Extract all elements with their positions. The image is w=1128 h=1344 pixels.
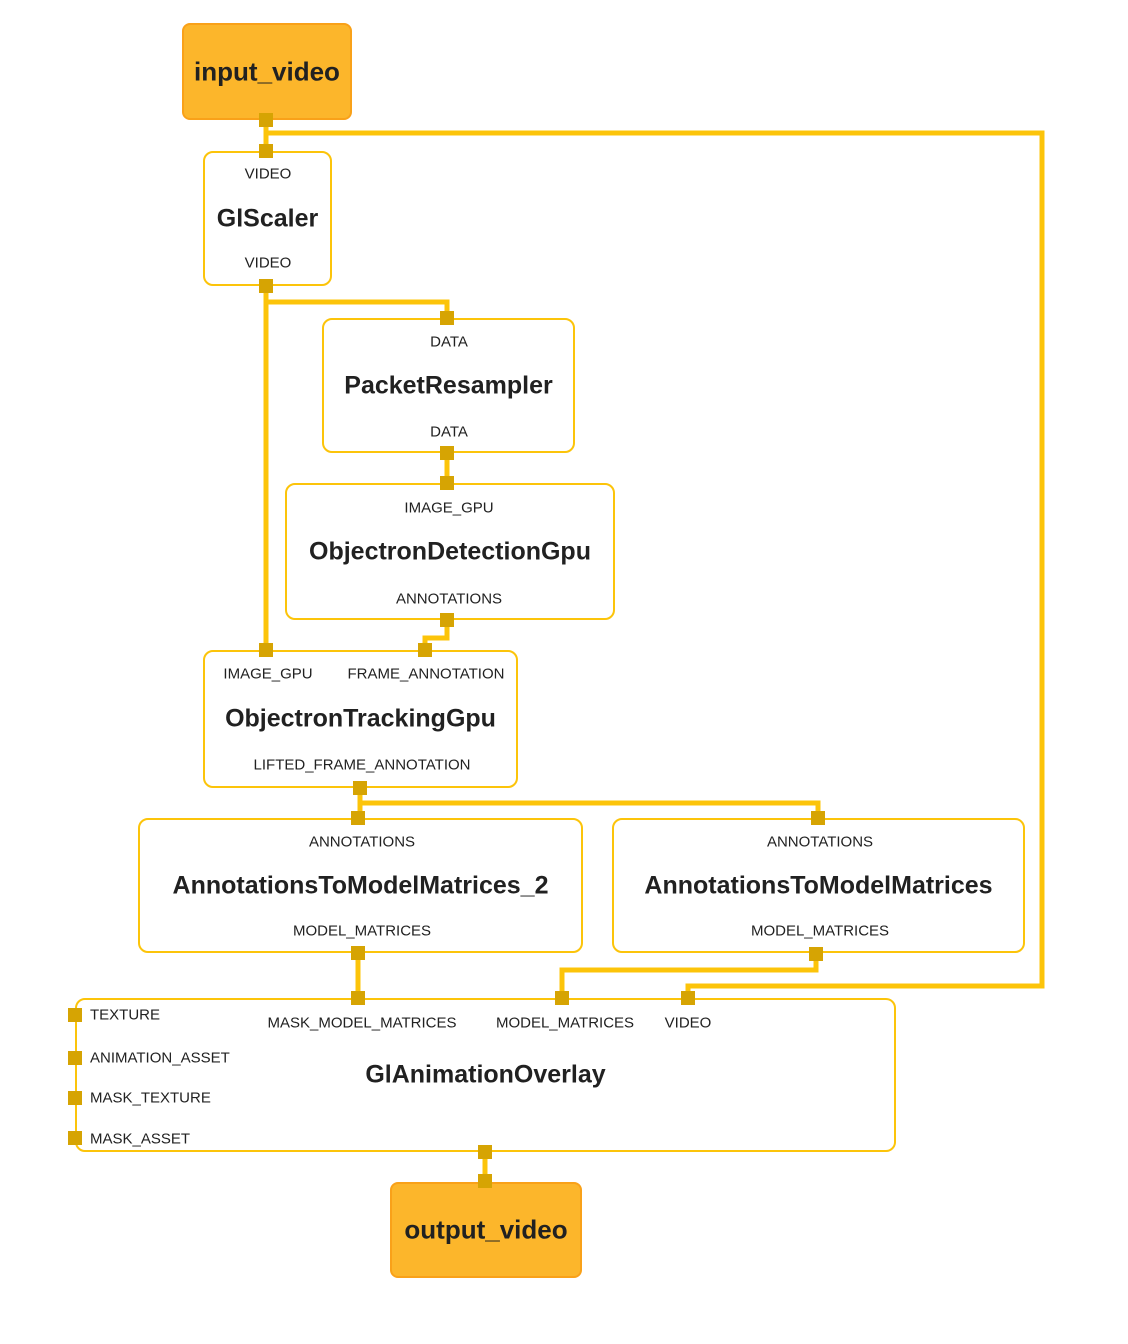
node-title: GlScaler	[216, 204, 319, 232]
node-title: PacketResampler	[344, 371, 553, 399]
port-label-texture-in: TEXTURE	[90, 1006, 161, 1024]
port-label-video-out: VIDEO	[244, 254, 292, 272]
node-output-video[interactable]: output_video	[390, 1182, 582, 1278]
port-label-mask-asset-in: MASK_ASSET	[90, 1130, 191, 1148]
node-glscaler[interactable]: VIDEO GlScaler VIDEO	[203, 151, 332, 286]
port-label-animation-asset-in: ANIMATION_ASSET	[90, 1049, 230, 1067]
node-title: output_video	[404, 1214, 568, 1245]
port-label-data-out: DATA	[430, 423, 468, 441]
port-label-mask-texture-in: MASK_TEXTURE	[90, 1089, 211, 1107]
port-label-annotations-in: ANNOTATIONS	[308, 833, 416, 851]
port-label-image-gpu-in: IMAGE_GPU	[223, 665, 313, 683]
node-annotationstomodelmatrices-2[interactable]: ANNOTATIONS AnnotationsToModelMatrices_2…	[138, 818, 583, 953]
port-label-annotations-in: ANNOTATIONS	[766, 833, 874, 851]
node-input-video[interactable]: input_video	[182, 23, 352, 120]
port-label-model-matrices-out: MODEL_MATRICES	[292, 922, 432, 940]
port-label-annotations-out: ANNOTATIONS	[395, 590, 503, 608]
port-label-image-gpu-in: IMAGE_GPU	[404, 499, 494, 517]
node-title: AnnotationsToModelMatrices_2	[172, 871, 549, 899]
node-objectrontrackinggpu[interactable]: IMAGE_GPU FRAME_ANNOTATION ObjectronTrac…	[203, 650, 518, 788]
port-label-model-matrices-in: MODEL_MATRICES	[495, 1014, 635, 1032]
node-title: ObjectronDetectionGpu	[309, 537, 591, 565]
port-label-video-in: VIDEO	[244, 165, 292, 183]
node-title: ObjectronTrackingGpu	[225, 704, 496, 733]
port-label-lifted-frame-annotation-out: LIFTED_FRAME_ANNOTATION	[253, 756, 471, 774]
node-title: GlAnimationOverlay	[365, 1060, 606, 1089]
node-title: input_video	[194, 56, 340, 86]
node-packetresampler[interactable]: DATA PacketResampler DATA	[322, 318, 575, 453]
port-label-data-in: DATA	[430, 333, 468, 351]
port-label-frame-annotation-in: FRAME_ANNOTATION	[347, 665, 505, 683]
port-label-model-matrices-out: MODEL_MATRICES	[750, 922, 890, 940]
edge-objectrondetectiongpu-to-objectrontrackinggpu-frame-annotation	[422, 618, 450, 653]
node-annotationstomodelmatrices[interactable]: ANNOTATIONS AnnotationsToModelMatrices M…	[612, 818, 1025, 953]
node-glanimationoverlay[interactable]: MASK_MODEL_MATRICES MODEL_MATRICES VIDEO…	[75, 998, 896, 1152]
node-title: AnnotationsToModelMatrices	[644, 871, 993, 899]
port-label-mask-model-matrices-in: MASK_MODEL_MATRICES	[267, 1014, 457, 1032]
node-objectrondetectiongpu[interactable]: IMAGE_GPU ObjectronDetectionGpu ANNOTATI…	[285, 483, 615, 620]
port-label-video-in: VIDEO	[664, 1014, 712, 1032]
